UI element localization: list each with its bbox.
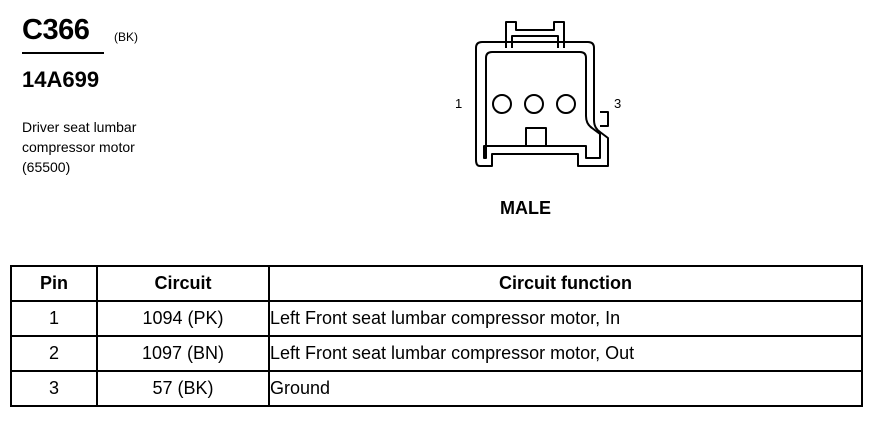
table-row: 3 57 (BK) Ground xyxy=(10,370,863,407)
cell-circuit-function: Left Front seat lumbar compressor motor,… xyxy=(268,300,863,337)
table-header-row: Pin Circuit Circuit function xyxy=(10,265,863,302)
connector-id: C366 xyxy=(22,14,90,46)
connector-housing-inner xyxy=(483,51,601,159)
cell-pin: 1 xyxy=(10,300,98,337)
pin-3-label: 3 xyxy=(614,96,622,111)
connector-description: Driver seat lumbar compressor motor (655… xyxy=(22,117,136,177)
table-row: 2 1097 (BN) Left Front seat lumbar compr… xyxy=(10,335,863,372)
cell-pin: 3 xyxy=(10,370,98,407)
header-circuit: Circuit xyxy=(96,265,270,302)
pin-1 xyxy=(492,94,512,114)
connector-key-slot xyxy=(525,127,547,146)
title-underline xyxy=(22,52,104,54)
cell-circuit-function: Ground xyxy=(268,370,863,407)
connector-housing-outer xyxy=(475,41,609,167)
connector-side-tab xyxy=(600,111,609,127)
header-circuit-function: Circuit function xyxy=(268,265,863,302)
pin-2 xyxy=(524,94,544,114)
description-line-1: Driver seat lumbar xyxy=(22,119,137,135)
cell-circuit: 1097 (BN) xyxy=(96,335,270,372)
pin-3 xyxy=(556,94,576,114)
description-line-3: (65500) xyxy=(22,159,71,175)
connector-color: (BK) xyxy=(114,30,138,44)
connector-gender-label: MALE xyxy=(500,198,551,218)
cell-circuit: 57 (BK) xyxy=(96,370,270,407)
table-row: 1 1094 (PK) Left Front seat lumbar compr… xyxy=(10,300,863,337)
connector-face-drawing xyxy=(475,21,609,167)
part-number: 14A699 xyxy=(22,67,100,92)
cell-pin: 2 xyxy=(10,335,98,372)
cell-circuit: 1094 (PK) xyxy=(96,300,270,337)
connector-latch xyxy=(505,21,565,48)
description-line-2: compressor motor xyxy=(22,139,135,155)
header-pin: Pin xyxy=(10,265,98,302)
pin-1-label: 1 xyxy=(455,96,463,111)
pinout-table: Pin Circuit Circuit function 1 1094 (PK)… xyxy=(10,265,863,407)
cell-circuit-function: Left Front seat lumbar compressor motor,… xyxy=(268,335,863,372)
